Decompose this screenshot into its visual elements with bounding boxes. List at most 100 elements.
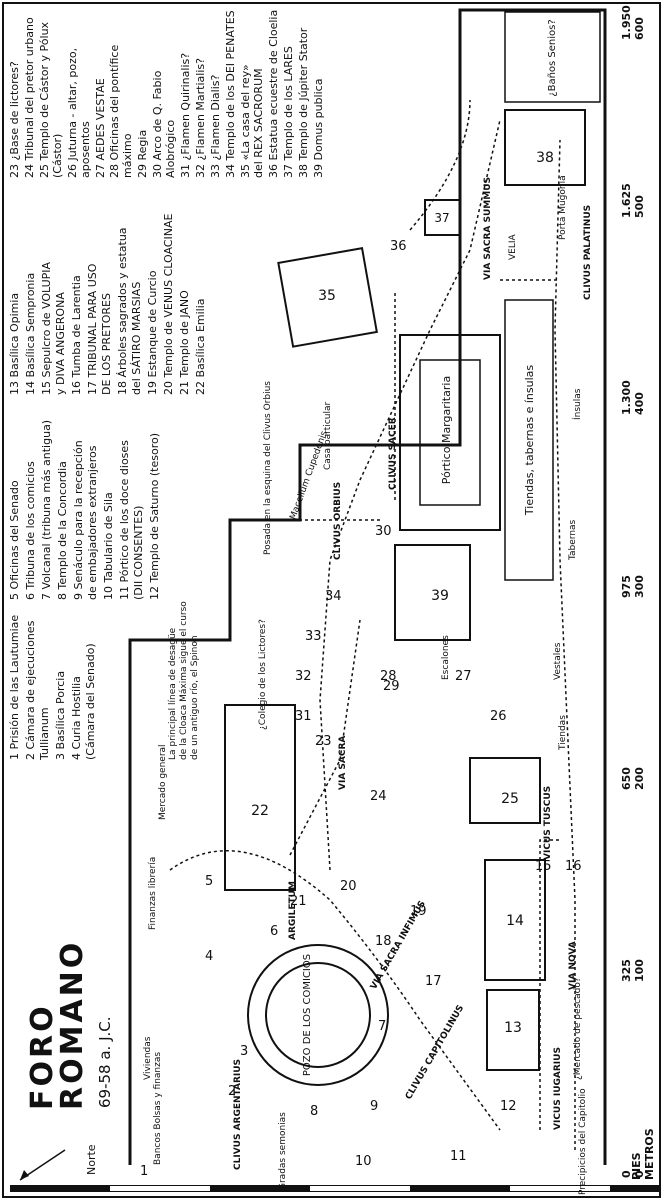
street-via-nova: VIA NOVA	[568, 941, 578, 990]
num-7: 7	[378, 1019, 386, 1034]
legend-item: 33 ¿Flamen Dialis?	[209, 74, 222, 178]
legend-item: 34 Templo de los DEI PENATES	[224, 10, 237, 178]
legend-item: 9 Senáculo para la recepción	[72, 440, 85, 600]
num-13: 13	[504, 1020, 522, 1036]
legend-item: 28 Oficinas del pontífice	[108, 45, 121, 178]
label-gradas: Gradas semonias	[278, 1112, 288, 1190]
label-mercado-general: Mercado general	[158, 744, 168, 820]
label-posada: Posada en la esquina del Clivus Orbius	[263, 381, 273, 555]
title-block: FORO ROMANO 69-58 a. J.C.	[25, 940, 114, 1110]
legend-item: 17 TRIBUNAL PARA USO	[86, 263, 99, 395]
legend-col4: 23 ¿Base de lictores? 24 Tribunal del pr…	[8, 10, 325, 178]
legend-item: máximo	[121, 133, 134, 178]
street-via-sacra: VIA SACRA	[338, 736, 348, 790]
legend-item: 3 Basílica Porcia	[54, 671, 67, 760]
cloaca-note-line: de la Cloaca Máxima sigue el curso	[179, 601, 189, 760]
scale-metros-5: 500	[633, 195, 646, 218]
street-clivus-palatinus: CLIVUS PALATINUS	[583, 205, 593, 300]
legend-item: del SÁTIRO MARSIAS	[130, 282, 143, 395]
legend-item: 1 Prisión de las Lautumiae	[8, 615, 21, 760]
num-30: 30	[375, 524, 392, 539]
legend-item: 38 Templo de Júpiter Stator	[297, 27, 310, 178]
label-casa-particular: Casa particular	[323, 402, 333, 470]
legend-item: 35 «La casa del rey»	[239, 64, 252, 178]
legend-item: 20 Templo de VENUS CLOACINAE	[162, 214, 175, 395]
title-line1: FORO	[25, 1003, 60, 1110]
legend-item: 25 Templo de Cástor y Pólux	[38, 21, 51, 178]
scale-metros-2: 200	[633, 767, 646, 790]
legend-item: 37 Templo de los LARES	[282, 46, 295, 178]
num-25: 25	[501, 791, 519, 807]
banos-label: ¿Baños Senios?	[547, 19, 558, 96]
cloaca-note-line: de un antiguo río, el Spinon	[190, 635, 200, 760]
scale-metros-4: 400	[633, 392, 646, 415]
legend-item: 16 Tumba de Larentia	[70, 275, 83, 395]
legend-item: 15 Sepulcro de VOLUPIA	[40, 261, 53, 395]
num-33: 33	[305, 629, 322, 644]
street-clivus-capitolinus: CLIVUS CAPITOLINUS	[404, 1004, 466, 1102]
num-6: 6	[270, 924, 278, 939]
legend-item: 13 Basílica Opimia	[8, 293, 21, 395]
num-1: 1	[140, 1164, 148, 1179]
label-vestales: Vestales	[553, 642, 563, 680]
num-26: 26	[490, 709, 507, 724]
legend-item: aposentos	[79, 121, 92, 178]
legend-item: del REX SACRORUM	[252, 68, 265, 178]
legend-item: 32 ¿Flamen Martialis?	[194, 58, 207, 178]
legend-item: 2 Cámara de ejecuciones	[24, 620, 37, 760]
num-10: 10	[355, 1154, 372, 1169]
label-mercado-pescado: ¿Mercado de pescado?	[573, 977, 583, 1080]
pozo-comicios: POZO DE LOS COMICIOS	[247, 944, 389, 1086]
label-viviendas: Viviendas	[143, 1036, 153, 1080]
north-label: Norte	[85, 1144, 98, 1175]
street-argiletum: ARGILETUM	[288, 881, 298, 940]
basilica-sempronia: 14	[484, 859, 546, 981]
cloaca-note-line: La principal línea de desagüe	[168, 627, 178, 760]
num-34: 34	[325, 589, 342, 604]
num-27: 27	[455, 669, 472, 684]
templo-jupiter-stator: 38	[504, 109, 586, 186]
label-porta-mugonia: Porta Mugonia	[558, 175, 568, 240]
num-32: 32	[295, 669, 312, 684]
scale-pies-4: 1.300	[620, 380, 633, 415]
num-37: 37	[434, 211, 449, 225]
street-vicus-tuscus: VICUS TUSCUS	[543, 786, 553, 860]
num-14: 14	[506, 913, 524, 929]
banos-senios: ¿Baños Senios?	[504, 11, 601, 103]
cloaca-note: La principal línea de desagüe de la Cloa…	[168, 601, 200, 760]
label-velia: VELIA	[508, 233, 518, 260]
num-20: 20	[340, 879, 357, 894]
legend-item: 4 Curia Hostilia	[70, 676, 83, 760]
label-insulas: Ínsulas	[571, 388, 583, 420]
num-3: 3	[240, 1044, 248, 1059]
num-8: 8	[310, 1104, 318, 1119]
tiendas-tabernas-label: Tiendas, tabernas e ínsulas	[523, 365, 536, 516]
num-2: 2	[228, 1084, 236, 1099]
site-numbers: 3 4 5 6 18 19 17 24 27 26 28 31 32 33 34…	[140, 239, 582, 1179]
north-arrow-icon: Norte	[19, 1144, 98, 1181]
legend-item: 11 Pórtico de los doce dioses	[118, 440, 131, 600]
legend-item: 36 Estatua ecuestre de Cloelia	[267, 10, 280, 178]
legend-item: 14 Basílica Sempronia	[24, 273, 37, 395]
legend-item: de embajadores extranjeros	[86, 445, 99, 600]
basilica-opimia: 13	[486, 989, 540, 1071]
legend-item: 29 Regia	[136, 130, 149, 178]
scale-pies-2: 650	[620, 767, 633, 790]
num-23: 23	[315, 734, 332, 749]
num-15: 15	[535, 859, 552, 874]
legend-item: 10 Tabulario de Sila	[102, 492, 115, 600]
scale-units-label: PIES METROS	[630, 1128, 656, 1180]
label-finanzas: Finanzas librería	[148, 857, 158, 930]
street-clivus-sacer: CLIVUS SACER	[388, 417, 398, 490]
legend-item: 5 Oficinas del Senado	[8, 480, 21, 600]
legend-item: 21 Templo de JANO	[178, 290, 191, 395]
scale-metros-3: 300	[633, 575, 646, 598]
scale-metros-label: METROS	[643, 1128, 656, 1180]
num-17: 17	[425, 974, 442, 989]
label-escalones: Escalones	[441, 635, 451, 680]
legend-item: 8 Templo de la Concordia	[56, 461, 69, 600]
scale-bar	[10, 1185, 660, 1192]
num-21: 21	[290, 894, 307, 909]
